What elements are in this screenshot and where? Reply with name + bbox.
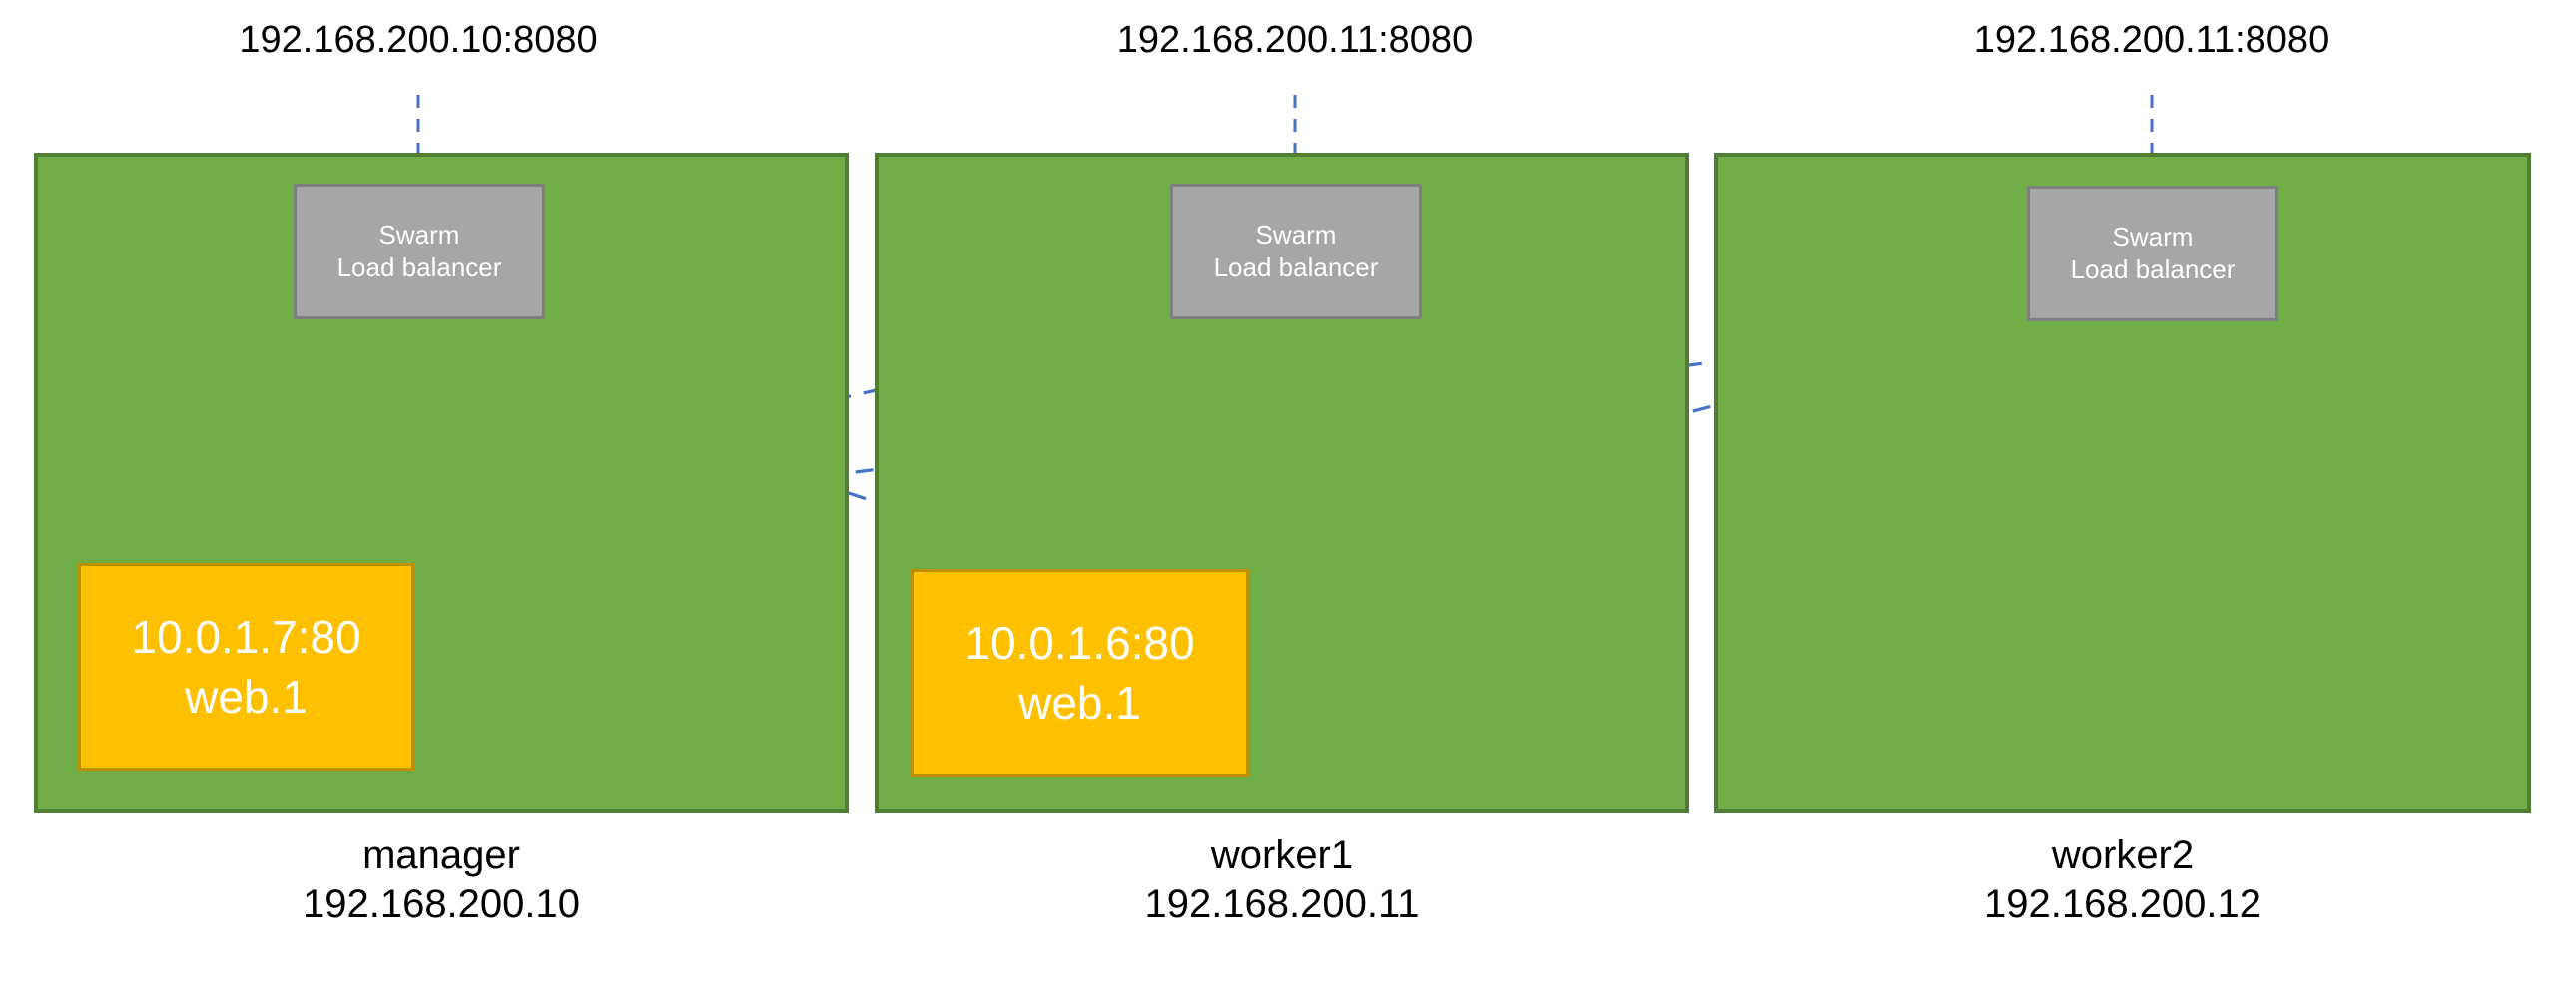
host-caption-worker2-ip: 192.168.200.12 <box>1983 881 2262 926</box>
task-box-worker1-web-1[interactable]: 10.0.1.6:80 web.1 <box>911 569 1249 777</box>
host-caption-worker2: worker2 192.168.200.12 <box>1714 831 2531 929</box>
host-caption-worker1-name: worker1 <box>1210 833 1354 877</box>
task-box-manager-name: web.1 <box>185 670 308 723</box>
load-balancer-worker2-line1: Swarm <box>2112 221 2194 252</box>
task-box-manager-address: 10.0.1.7:80 <box>131 610 361 663</box>
host-caption-worker1-ip: 192.168.200.11 <box>1144 881 1420 926</box>
load-balancer-manager[interactable]: Swarm Load balancer <box>294 184 545 319</box>
load-balancer-worker2[interactable]: Swarm Load balancer <box>2027 186 2278 321</box>
manager-endpoint-label: 192.168.200.10:8080 <box>239 19 598 61</box>
load-balancer-worker2-line2: Load balancer <box>2070 254 2236 284</box>
worker2-endpoint-label: 192.168.200.11:8080 <box>1973 19 2330 61</box>
task-box-worker1-name: web.1 <box>1018 676 1141 729</box>
load-balancer-worker1-line1: Swarm <box>1255 219 1337 250</box>
host-caption-manager-name: manager <box>362 833 520 877</box>
task-box-worker1-address: 10.0.1.6:80 <box>965 616 1195 669</box>
load-balancer-worker1[interactable]: Swarm Load balancer <box>1170 184 1422 319</box>
host-caption-worker1: worker1 192.168.200.11 <box>875 831 1689 929</box>
load-balancer-manager-line2: Load balancer <box>336 252 502 282</box>
load-balancer-worker1-line2: Load balancer <box>1213 252 1379 282</box>
worker1-endpoint-label: 192.168.200.11:8080 <box>1116 19 1474 61</box>
host-caption-worker2-name: worker2 <box>2051 833 2195 877</box>
load-balancer-manager-line1: Swarm <box>378 219 460 250</box>
host-caption-manager: manager 192.168.200.10 <box>34 831 849 929</box>
host-caption-manager-ip: 192.168.200.10 <box>302 881 581 926</box>
task-box-manager-web-1[interactable]: 10.0.1.7:80 web.1 <box>78 563 414 771</box>
